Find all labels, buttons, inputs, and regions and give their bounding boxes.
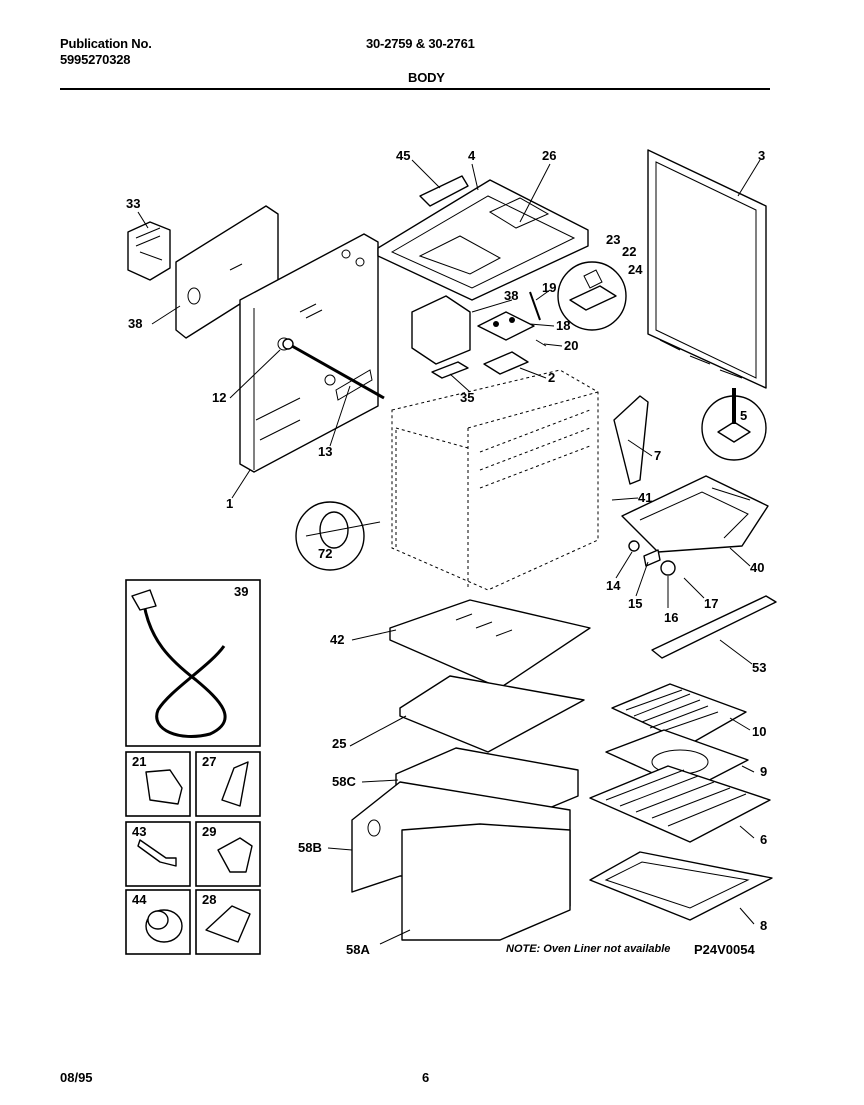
- callout-6: 6: [760, 832, 767, 847]
- box-label-29: 29: [202, 824, 216, 839]
- part-12-rod: [282, 338, 385, 400]
- part-box-27: [195, 751, 261, 817]
- part-3-side-panel: [647, 149, 767, 389]
- oven-liner-note: NOTE: Oven Liner not available: [506, 943, 670, 955]
- callout-12: 12: [212, 390, 226, 405]
- publication-number: 5995270328: [60, 52, 131, 67]
- callout-72: 72: [318, 546, 332, 561]
- box-label-21: 21: [132, 754, 146, 769]
- box-label-43: 43: [132, 824, 146, 839]
- callout-38-left: 38: [128, 316, 142, 331]
- callout-17: 17: [704, 596, 718, 611]
- callout-58b: 58B: [298, 840, 322, 855]
- callout-22: 22: [622, 244, 636, 259]
- part-4-top-frame: [377, 179, 589, 301]
- callout-13: 13: [318, 444, 332, 459]
- part-35-panel: [431, 361, 469, 379]
- callout-38-upper: 38: [504, 288, 518, 303]
- box-label-44: 44: [132, 892, 147, 907]
- callout-9: 9: [760, 764, 767, 779]
- callout-19: 19: [542, 280, 556, 295]
- part-box-28: [195, 889, 261, 955]
- part-45-bracket: [419, 175, 469, 207]
- callout-5: 5: [740, 408, 747, 423]
- callout-2: 2: [548, 370, 555, 385]
- callout-39: 39: [234, 584, 248, 599]
- part-39-power-cord-box: [125, 579, 261, 747]
- callout-24: 24: [628, 262, 643, 277]
- callout-7: 7: [654, 448, 661, 463]
- callout-35: 35: [460, 390, 474, 405]
- part-72-knob-inset: [295, 501, 365, 571]
- callout-45: 45: [396, 148, 410, 163]
- callout-58c: 58C: [332, 774, 356, 789]
- callout-26: 26: [542, 148, 556, 163]
- part-42-oven-bottom: [389, 599, 591, 689]
- callout-10: 10: [752, 724, 766, 739]
- callout-40: 40: [750, 560, 764, 575]
- callout-1: 1: [226, 496, 233, 511]
- part-14-16-knobs: [628, 540, 676, 576]
- callout-4: 4: [468, 148, 476, 163]
- model-numbers: 30-2759 & 30-2761: [366, 36, 475, 51]
- callout-8: 8: [760, 918, 767, 933]
- range-body-cabinet: [391, 369, 599, 591]
- part-6-oven-rack: [589, 765, 771, 843]
- part-7-door-handle: [613, 395, 649, 485]
- footer-page-number: 6: [422, 1070, 429, 1085]
- publication-label: Publication No.: [60, 36, 152, 51]
- callout-25: 25: [332, 736, 346, 751]
- header-rule: [60, 88, 770, 90]
- callout-3: 3: [758, 148, 765, 163]
- box-label-28: 28: [202, 892, 216, 907]
- part-25-plate: [399, 675, 585, 753]
- inset-detail-22-24: [557, 261, 627, 331]
- drawing-code: P24V0054: [694, 942, 755, 957]
- part-box-43: [125, 821, 191, 887]
- part-36-burner-assembly: [411, 291, 547, 365]
- callout-15: 15: [628, 596, 642, 611]
- part-53-rail: [651, 595, 777, 659]
- callout-42: 42: [330, 632, 344, 647]
- callout-33: 33: [126, 196, 140, 211]
- section-title: BODY: [408, 70, 445, 85]
- part-1-back-panel: [239, 233, 379, 473]
- callout-20: 20: [564, 338, 578, 353]
- part-2-plate: [483, 351, 529, 375]
- callout-53: 53: [752, 660, 766, 675]
- part-box-44: [125, 889, 191, 955]
- leader-lines: [137, 159, 761, 945]
- callout-16: 16: [664, 610, 678, 625]
- part-33-bracket: [127, 221, 171, 281]
- callout-14: 14: [606, 578, 621, 593]
- part-58a-insulation: [401, 823, 571, 941]
- footer-date: 08/95: [60, 1070, 93, 1085]
- callout-23: 23: [606, 232, 620, 247]
- part-40-drawer-panel: [621, 475, 769, 553]
- box-label-27: 27: [202, 754, 216, 769]
- callout-58a: 58A: [346, 942, 370, 957]
- part-box-29: [195, 821, 261, 887]
- callout-18: 18: [556, 318, 570, 333]
- part-8-oven-liner: [589, 851, 773, 921]
- callout-41: 41: [638, 490, 652, 505]
- part-5-leveling-leg: [701, 388, 767, 461]
- part-box-21: [125, 751, 191, 817]
